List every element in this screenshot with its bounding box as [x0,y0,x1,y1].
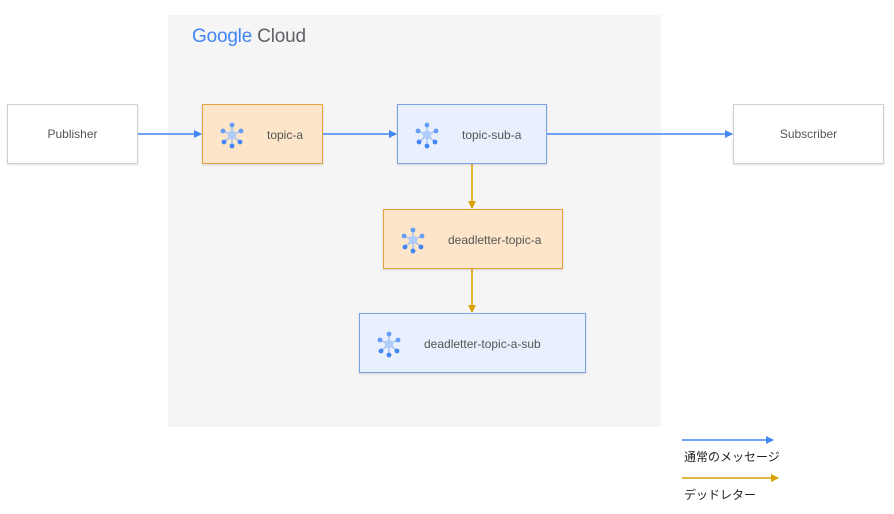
deadletter-topic-a-label: deadletter-topic-a [448,233,542,247]
publisher-label: Publisher [47,127,98,141]
subscriber-node[interactable]: Subscriber [733,104,884,164]
topic-a-label: topic-a [267,128,304,142]
deadletter-topic-a-node[interactable]: deadletter-topic-a [383,209,563,269]
pubsub-icon [377,331,401,358]
subscriber-label: Subscriber [779,127,838,141]
deadletter-topic-a-sub-node[interactable]: deadletter-topic-a-sub [359,313,586,373]
deadletter-topic-a-sub-label: deadletter-topic-a-sub [424,337,541,351]
legend-deadletter-label: デッドレター [684,488,757,502]
topic-sub-a-node[interactable]: topic-sub-a [397,104,547,164]
google-cloud-logo: Google Cloud [192,26,306,48]
pubsub-icon [415,122,439,149]
publisher-node[interactable]: Publisher [7,104,138,164]
legend-normal-label: 通常のメッセージ [684,450,780,464]
topic-a-node[interactable]: topic-a [202,104,323,164]
pubsub-icon [220,122,244,149]
cloud-logo-word: Cloud [257,26,306,47]
google-logo-word: Google [192,26,253,47]
topic-sub-a-label: topic-sub-a [462,128,522,142]
pubsub-icon [401,227,425,254]
